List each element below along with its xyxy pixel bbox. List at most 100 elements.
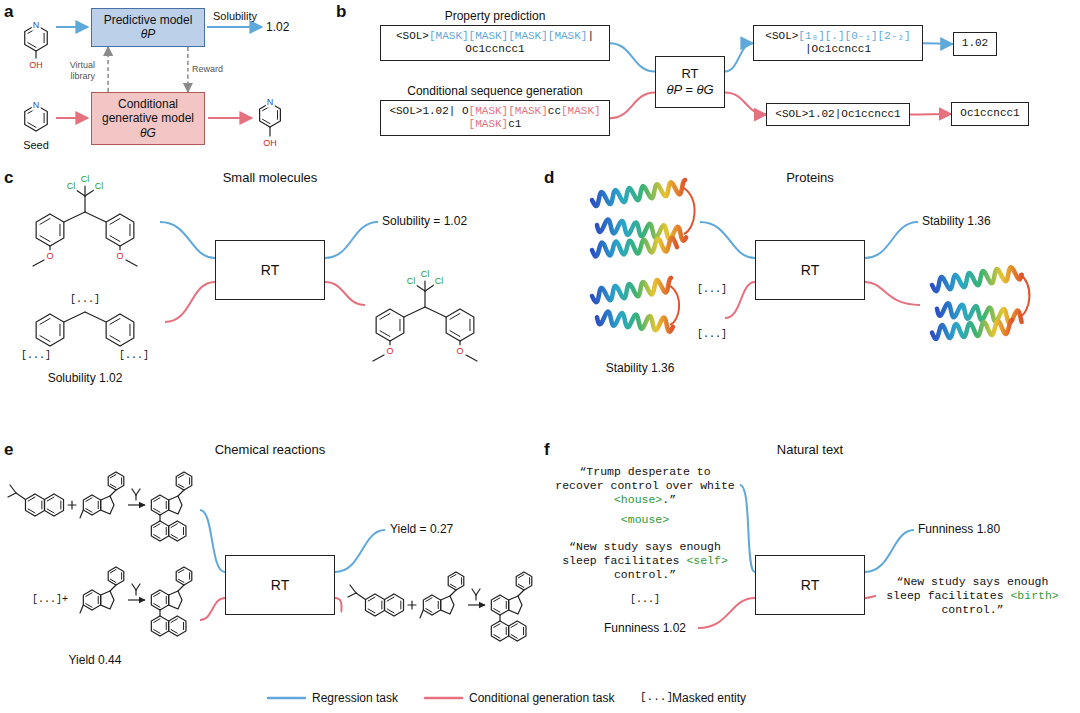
atom-label: O — [455, 346, 464, 357]
double-bond — [189, 478, 190, 484]
flow-arrow — [160, 222, 215, 258]
text-run: [0₋₁] — [845, 30, 878, 42]
double-bond — [47, 497, 54, 501]
bond-line — [450, 590, 456, 596]
double-bond — [166, 596, 167, 603]
annotation: Yield = 0.27 — [390, 522, 453, 536]
annotation: Yield 0.44 — [69, 653, 122, 667]
bond-line — [159, 610, 160, 616]
ring-bond — [151, 590, 168, 610]
protein-helix — [932, 320, 1012, 339]
double-bond — [506, 627, 507, 634]
double-bond — [178, 475, 184, 478]
node-text: RT — [681, 66, 698, 82]
double-bond — [110, 336, 120, 342]
reaction-arrow — [128, 599, 145, 600]
double-bond — [40, 236, 50, 242]
bond-line — [16, 493, 26, 500]
double-bond — [183, 527, 184, 534]
bond-line — [348, 593, 356, 597]
bond-line — [110, 585, 116, 591]
double-bond — [47, 509, 54, 513]
double-bond — [368, 609, 375, 613]
double-bond — [518, 584, 524, 587]
flow-arrow — [200, 510, 225, 572]
ring-bond — [384, 594, 403, 616]
annotation: [...] — [69, 294, 101, 306]
double-bond — [121, 478, 122, 484]
annotation: Funniness 1.02 — [604, 621, 686, 635]
bond-line — [135, 495, 136, 500]
ring-bond — [365, 594, 384, 616]
double-bond — [450, 331, 460, 337]
text-run: [MASK] — [548, 30, 588, 42]
ring-bond — [101, 591, 114, 609]
ring-bond — [491, 621, 508, 641]
bond-line — [424, 291, 425, 307]
sequence-box: Property prediction<SOL>[MASK][MASK][MAS… — [380, 25, 610, 61]
text-run: control.” — [941, 603, 1003, 616]
parameter-symbol: θP = θG — [666, 82, 713, 98]
double-bond — [494, 624, 500, 628]
ring-bond — [441, 596, 454, 614]
annotation: [...] — [696, 329, 728, 341]
text-run: [MASK] — [469, 30, 509, 42]
double-bond — [426, 609, 432, 613]
double-bond — [529, 578, 530, 584]
node-text: RT — [261, 262, 279, 279]
bond-line — [518, 590, 524, 596]
parameter-symbol: θP — [100, 27, 196, 41]
double-bond — [380, 331, 390, 337]
annotation: Stability 1.36 — [922, 214, 991, 228]
double-bond — [450, 584, 456, 587]
node-text: <SOL>[1₀][.][0₋₁][2₋₂] |Oc1ccncc1 — [762, 30, 914, 56]
legend-line-sample — [425, 697, 462, 700]
sequence-box: <SOL>[1₀][.][0₋₁][2₋₂] |Oc1ccncc1 — [753, 25, 923, 61]
flow-arrow — [865, 596, 876, 598]
bond-line — [425, 307, 446, 317]
double-bond — [178, 484, 184, 487]
parameter-symbol: θG — [100, 126, 196, 140]
double-bond — [28, 123, 36, 128]
bond-line — [84, 196, 85, 212]
sequence-box: Oc1ccncc1 — [951, 102, 1028, 125]
double-bond — [154, 593, 160, 597]
double-bond — [494, 598, 500, 602]
double-bond — [368, 597, 375, 601]
double-bond — [154, 524, 160, 528]
double-bond — [110, 570, 116, 573]
atom-label: Cl — [94, 181, 105, 192]
text-run: c1 — [508, 118, 521, 130]
double-bond — [450, 313, 460, 319]
annotation: Chemical reactions — [215, 442, 326, 458]
bond-line — [356, 593, 366, 600]
bond-line — [135, 590, 136, 595]
regression-arrow — [207, 26, 262, 28]
double-bond — [44, 113, 45, 122]
headline-text: “Trump desperate to recover control over… — [555, 465, 735, 506]
reaction-arrow — [128, 504, 145, 505]
bond-line — [80, 605, 83, 613]
text-run: <SOL> — [396, 30, 429, 42]
plus-sign — [71, 501, 72, 509]
double-bond — [518, 575, 524, 578]
ring-bond — [491, 595, 508, 615]
double-bond — [129, 224, 130, 236]
double-bond — [380, 313, 390, 319]
panel-letter: a — [4, 2, 13, 22]
text-run: [MASK] — [508, 30, 548, 42]
double-bond — [511, 624, 517, 628]
double-bond — [154, 535, 160, 539]
double-bond — [86, 498, 92, 502]
bond-line — [159, 515, 160, 521]
double-bond — [263, 119, 270, 123]
text-run: <house> — [614, 493, 662, 506]
double-bond — [171, 630, 177, 634]
bond-line — [80, 510, 83, 518]
annotation: Seed — [23, 139, 49, 152]
protein-helix — [592, 278, 671, 302]
double-bond — [154, 630, 160, 634]
plus-sign — [411, 601, 412, 609]
